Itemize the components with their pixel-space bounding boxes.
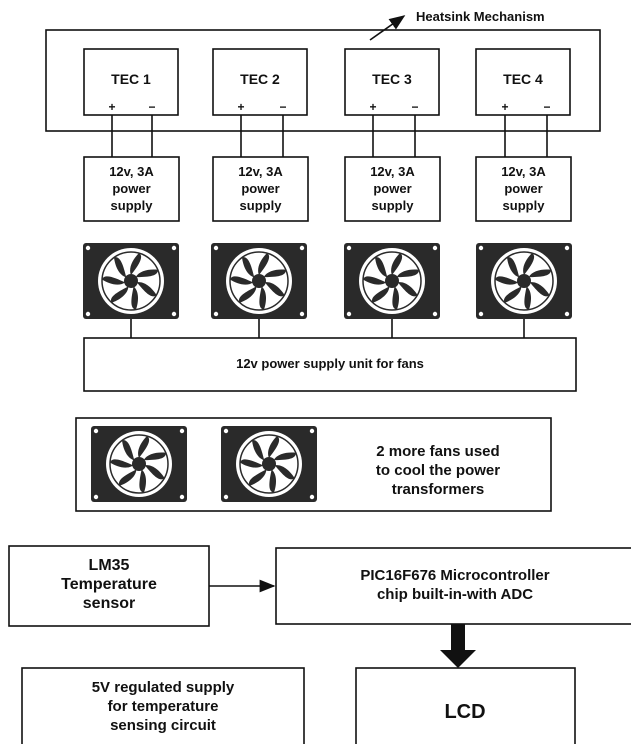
fan-icon bbox=[82, 242, 180, 320]
tec-supply-line1-4: 12v, 3A bbox=[501, 164, 546, 179]
fan-psu-box bbox=[83, 337, 577, 392]
tec-supply-line1-3: 12v, 3A bbox=[370, 164, 415, 179]
tec-supply-line3-3: supply bbox=[372, 198, 415, 213]
tec-column-2: TEC 2 + − 12v, 3A power supply bbox=[210, 48, 309, 338]
heatsink-label: Heatsink Mechanism bbox=[416, 9, 545, 24]
transformer-fans-group: 2 more fans used to cool the power trans… bbox=[75, 417, 552, 512]
fan-icon bbox=[90, 425, 188, 503]
regulated-supply-line1: 5V regulated supply bbox=[92, 679, 235, 696]
tec-box-3 bbox=[344, 48, 440, 116]
tec-column-3: TEC 3 + − 12v, 3A power supply bbox=[343, 48, 441, 338]
tec-label-1: TEC 1 bbox=[111, 71, 151, 87]
tec-supply-line3-2: supply bbox=[240, 198, 283, 213]
tec-minus-3: − bbox=[411, 100, 418, 114]
tec-plus-2: + bbox=[237, 100, 244, 114]
sensor-box bbox=[8, 545, 210, 627]
regulated-supply-box bbox=[21, 667, 305, 744]
tec-minus-1: − bbox=[148, 100, 155, 114]
tec-column-1: TEC 1 + − 12v, 3A power supply bbox=[82, 48, 180, 338]
lcd-box bbox=[355, 667, 576, 744]
fan-icon bbox=[210, 242, 308, 320]
transformer-fans-line1: 2 more fans used bbox=[376, 443, 499, 460]
fan-psu-label: 12v power supply unit for fans bbox=[236, 356, 424, 371]
sensor-line2: Temperature bbox=[61, 576, 157, 593]
heatsink-pointer-arrow bbox=[369, 15, 406, 41]
tec-box-1 bbox=[83, 48, 179, 116]
regulated-supply-line3: sensing circuit bbox=[110, 717, 216, 734]
tec-label-2: TEC 2 bbox=[240, 71, 280, 87]
tec-plus-4: + bbox=[501, 100, 508, 114]
microcontroller-box bbox=[275, 547, 631, 625]
tec-label-4: TEC 4 bbox=[503, 71, 543, 87]
tec-supply-line1-1: 12v, 3A bbox=[109, 164, 154, 179]
tec-label-3: TEC 3 bbox=[372, 71, 412, 87]
regulated-supply-line2: for temperature bbox=[108, 698, 219, 715]
transformer-fans-line3: transformers bbox=[392, 481, 485, 498]
tec-supply-line2-1: power bbox=[112, 181, 150, 196]
tec-supply-line2-4: power bbox=[504, 181, 542, 196]
tec-supply-line1-2: 12v, 3A bbox=[238, 164, 283, 179]
tec-box-2 bbox=[212, 48, 308, 116]
tec-supply-line2-3: power bbox=[373, 181, 411, 196]
sensor-line1: LM35 bbox=[89, 557, 130, 574]
tec-plus-1: + bbox=[108, 100, 115, 114]
tec-supply-box-3 bbox=[344, 156, 441, 222]
microcontroller-line1: PIC16F676 Microcontroller bbox=[360, 567, 549, 584]
lcd-label: LCD bbox=[444, 701, 485, 723]
transformer-fans-line2: to cool the power bbox=[376, 462, 500, 479]
tec-box-4 bbox=[475, 48, 571, 116]
sensor-line3: sensor bbox=[83, 595, 135, 612]
mcu-to-lcd-arrow bbox=[440, 624, 476, 668]
microcontroller-line2: chip built-in-with ADC bbox=[377, 586, 533, 603]
tec-supply-box-4 bbox=[475, 156, 572, 222]
tec-supply-line2-2: power bbox=[241, 181, 279, 196]
tec-column-4: TEC 4 + − 12v, 3A power supply bbox=[475, 48, 573, 338]
fan-icon bbox=[220, 425, 318, 503]
fan-icon bbox=[475, 242, 573, 320]
tec-supply-box-1 bbox=[83, 156, 180, 222]
fan-icon bbox=[343, 242, 441, 320]
tec-supply-box-2 bbox=[212, 156, 309, 222]
tec-plus-3: + bbox=[369, 100, 376, 114]
tec-supply-line3-4: supply bbox=[503, 198, 546, 213]
tec-supply-line3-1: supply bbox=[111, 198, 154, 213]
tec-minus-2: − bbox=[279, 100, 286, 114]
tec-minus-4: − bbox=[543, 100, 550, 114]
